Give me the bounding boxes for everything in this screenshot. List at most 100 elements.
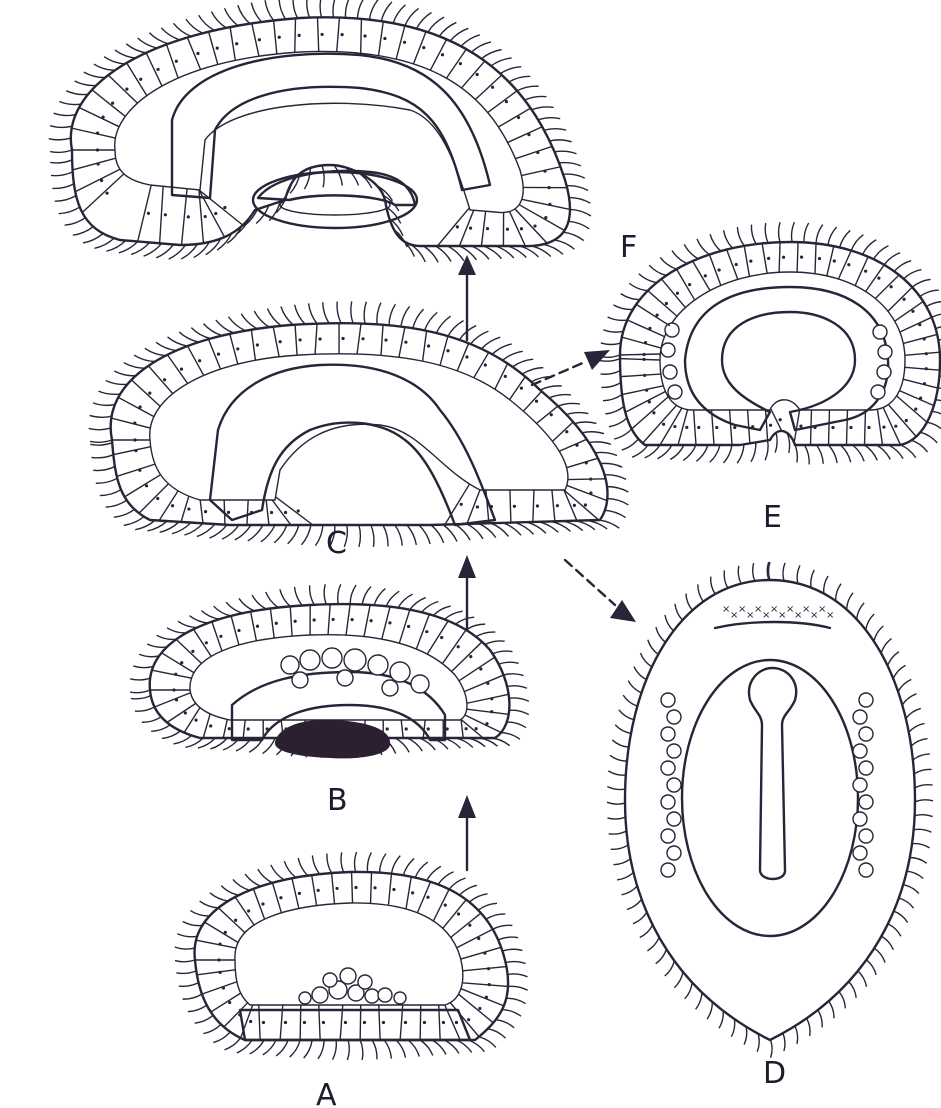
label-b: B [327,783,348,818]
cilium [628,681,641,693]
cilium [769,562,771,580]
cell-wall [446,49,466,78]
cilium [912,279,930,287]
vacuole [340,968,356,984]
cilium [569,198,590,204]
nucleus [164,213,167,216]
cilium [629,283,648,290]
cell-wall [866,265,885,292]
cell-wall [693,261,710,291]
cilium [506,962,526,964]
nucleus [427,344,430,347]
cilium [83,234,103,243]
nucleus [249,1020,252,1023]
cilium [415,862,428,878]
cilium [156,342,176,350]
nucleus [426,896,429,899]
nucleus [490,697,493,700]
vacuole [668,385,682,399]
nucleus [138,469,141,472]
nucleus [156,497,159,500]
nucleus [133,421,136,424]
cell-wall [620,359,660,360]
cell-wall [295,18,296,52]
cell-wall [205,922,239,942]
nucleus [134,449,137,452]
stage-c-endoderm [210,365,495,525]
vacuole [859,795,873,809]
cilium [145,348,166,355]
cilium [183,921,203,925]
nucleus [363,1021,366,1024]
nucleus [688,283,691,286]
cilium [920,432,937,443]
nucleus [457,645,460,648]
nucleus [584,503,587,506]
cilium [324,584,326,604]
cilium [438,872,453,885]
nucleus [573,504,576,507]
nucleus [548,186,551,189]
cilium [395,738,409,752]
nucleus [476,73,479,76]
cilium [723,445,732,463]
cell-wall [202,982,237,994]
cilium [362,587,371,605]
cilium [647,937,659,951]
cilium [355,852,357,872]
cilium [333,0,336,17]
vacuole [667,778,681,792]
nucleus [261,902,264,905]
cilium [444,611,462,619]
cell-wall [117,464,155,476]
cell-wall [900,317,932,332]
cilium [915,800,933,802]
vacuole [394,992,406,1004]
label-e: E [763,500,782,535]
cilium [422,602,439,613]
vacuole [878,345,892,359]
cilium [274,525,287,543]
cilium [600,463,622,467]
cilium [614,429,631,439]
nucleus [520,227,523,230]
cilium [563,232,583,240]
nucleus [704,274,707,277]
nucleus [278,36,281,39]
vacuole [300,650,320,670]
cilium [649,265,666,275]
stage-b-embryo [130,584,529,758]
nucleus [715,426,718,429]
cilium [911,440,927,452]
cell-wall [498,108,530,127]
cilium [341,852,344,872]
cilium [525,96,547,100]
cilium [90,415,112,417]
cilium [486,914,505,919]
cilium [114,371,136,376]
cilium [707,1002,712,1019]
cilium [50,150,72,152]
cilium [492,344,511,354]
nucleus [411,891,414,894]
cilium [261,525,275,542]
nucleus [769,424,772,427]
cilium [632,445,648,457]
vacuole [411,675,429,693]
nucleus [673,425,676,428]
cilium [84,72,105,77]
cell-wall [461,989,504,1006]
nucleus [279,896,282,899]
cilium [737,227,744,246]
cilium [476,632,495,637]
stage-d-apical-marks: ×××××××××××××× [722,604,834,621]
vacuole [299,992,311,1004]
nucleus [217,958,220,961]
cilium [912,844,930,848]
cell-wall [266,500,269,525]
cilium [410,598,426,610]
cell-wall [762,243,767,273]
cell-wall [423,720,425,738]
nucleus [196,52,199,55]
cell-wall [154,693,190,707]
